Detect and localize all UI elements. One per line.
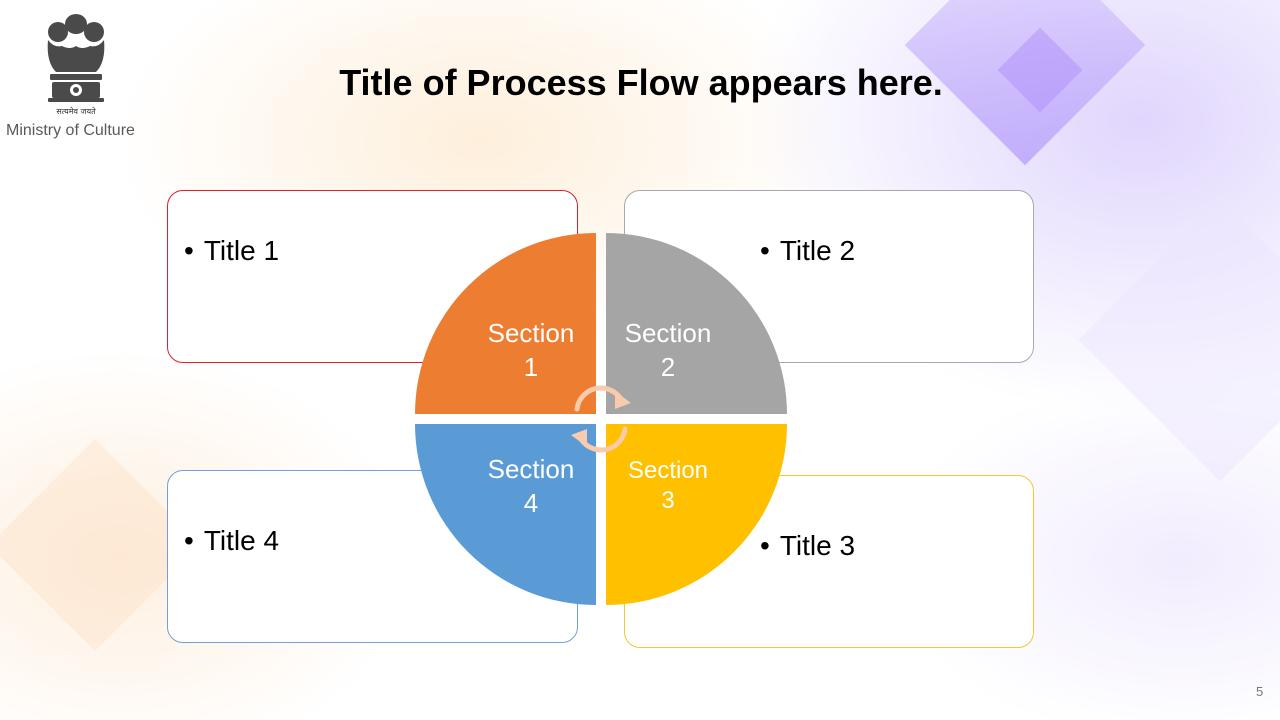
section-2-number: 2 — [660, 352, 676, 382]
section-2-label: Section 2 — [608, 316, 728, 384]
title-2-text: Title 2 — [760, 235, 855, 267]
section-2-word: Section — [624, 318, 712, 348]
section-3-quadrant — [606, 424, 787, 605]
title-3-text: Title 3 — [760, 530, 855, 562]
title-1-text: Title 1 — [184, 235, 279, 267]
section-3-number: 3 — [661, 487, 675, 514]
section-1-quadrant — [415, 233, 596, 414]
slide-title: Title of Process Flow appears here. — [339, 62, 943, 103]
section-4-word: Section — [487, 454, 575, 484]
section-3-word: Section — [627, 457, 709, 484]
title-4-text: Title 4 — [184, 525, 279, 557]
section-1-number: 1 — [523, 352, 539, 382]
cycle-arrowheads — [571, 391, 631, 447]
emblem-motto: सत्यमेव जयते — [56, 106, 96, 116]
organization-name: Ministry of Culture — [6, 122, 135, 139]
section-4-quadrant — [415, 424, 596, 605]
process-cycle-wheel — [415, 233, 787, 605]
section-1-label: Section 1 — [471, 316, 591, 384]
section-4-label: Section 4 — [471, 452, 591, 520]
page-number: 5 — [1256, 684, 1264, 699]
section-1-word: Section — [487, 318, 575, 348]
section-3-label: Section 3 — [608, 456, 728, 516]
section-2-quadrant — [606, 233, 787, 414]
national-emblem-logo: सत्यमेव जयते — [47, 14, 105, 116]
section-4-number: 4 — [523, 488, 539, 518]
